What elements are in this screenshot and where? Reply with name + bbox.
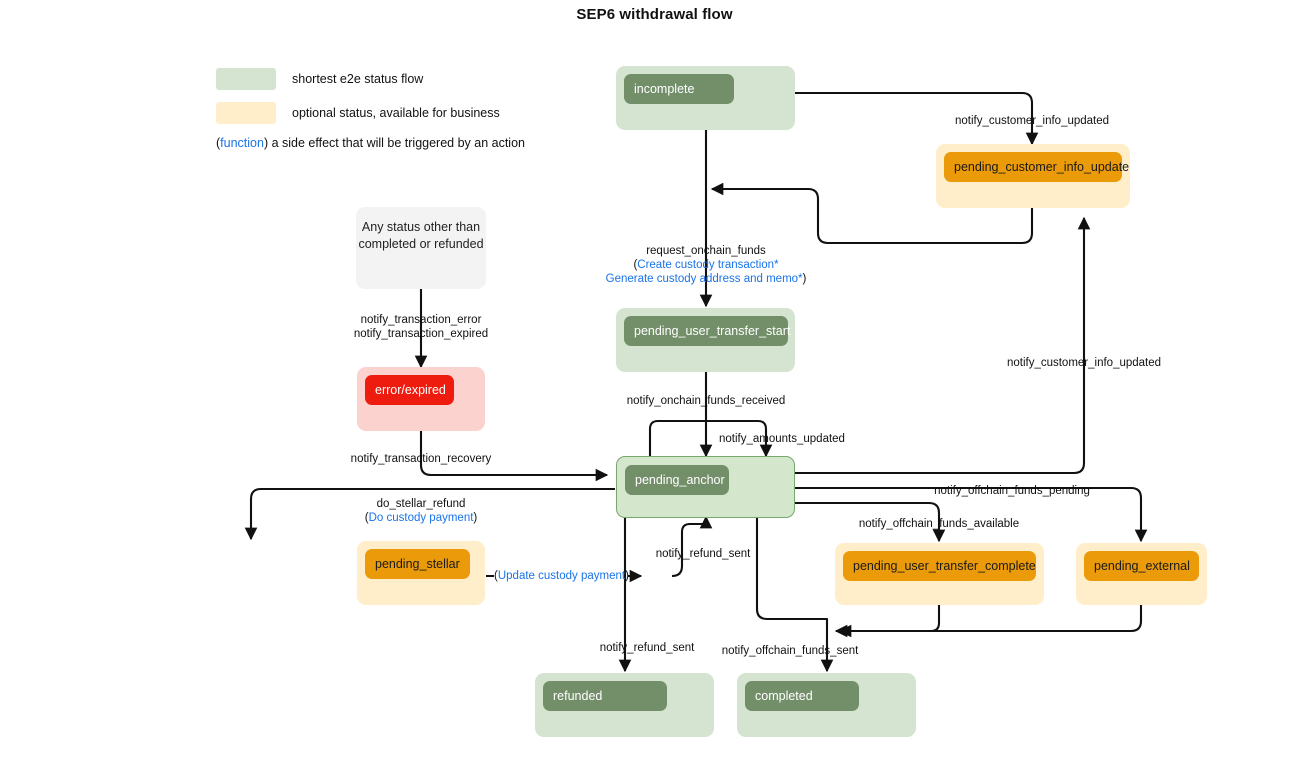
edge-label-request-onchain-funds: request_onchain_funds xyxy=(646,245,766,257)
node-incomplete-label: incomplete xyxy=(624,74,734,104)
edge-pending-anchor-self-loop xyxy=(648,419,773,458)
page-title: SEP6 withdrawal flow xyxy=(576,6,733,23)
node-error-expired-label: error/expired xyxy=(365,375,454,405)
node-pending-external-label: pending_external xyxy=(1084,551,1199,581)
edge-label-notify-offchain-funds-available: notify_offchain_funds_available xyxy=(858,518,1020,530)
edge-pending-customer-info-update-to-incomplete xyxy=(710,182,1034,245)
edge-label-do-custody-payment: (Do custody payment) xyxy=(365,511,478,525)
node-pending-external[interactable]: pending_external xyxy=(1076,543,1207,605)
node-pending-stellar[interactable]: pending_stellar xyxy=(357,541,485,605)
paren-open: ( xyxy=(633,259,638,271)
node-refunded[interactable]: refunded xyxy=(535,673,714,737)
node-completed[interactable]: completed xyxy=(737,673,916,737)
function-do-custody-payment: Do custody payment xyxy=(368,512,474,524)
node-pending-customer-info-update[interactable]: pending_customer_info_update xyxy=(936,144,1130,208)
edge-pending-anchor-to-completed xyxy=(755,517,834,673)
node-any-status[interactable]: Any status other than completed or refund… xyxy=(356,207,486,289)
legend-label-optional-status: optional status, available for business xyxy=(292,106,500,120)
edge-label-notify-customer-info-updated-top: notify_customer_info_updated xyxy=(954,115,1110,127)
edge-error-expired-to-pending-anchor xyxy=(419,431,609,482)
function-create-custody-transaction: Create custody transaction* xyxy=(637,259,779,271)
node-completed-label: completed xyxy=(745,681,859,711)
node-refunded-label: refunded xyxy=(543,681,667,711)
node-pending-user-transfer-complete[interactable]: pending_user_transfer_complete xyxy=(835,543,1044,605)
edge-label-do-stellar-refund: do_stellar_refund xyxy=(376,498,466,510)
legend-item-optional-status: optional status, available for business xyxy=(216,102,636,124)
node-pending-stellar-label: pending_stellar xyxy=(365,549,470,579)
paren-close: ) xyxy=(802,273,807,285)
node-any-status-line1: Any status other than xyxy=(361,220,481,234)
edge-label-notify-transaction-recovery: notify_transaction_recovery xyxy=(350,453,492,465)
node-pending-anchor[interactable]: pending_anchor xyxy=(616,456,795,518)
node-pending-customer-info-update-label: pending_customer_info_update xyxy=(944,152,1129,182)
edge-label-notify-offchain-funds-pending: notify_offchain_funds_pending xyxy=(934,485,1090,497)
node-error-expired[interactable]: error/expired xyxy=(357,367,485,431)
legend-note-text: a side effect that will be triggered by … xyxy=(268,136,525,150)
paren-close-3: ) xyxy=(625,570,629,582)
edge-refund-sent-to-pending-anchor xyxy=(671,515,713,578)
paren-open-3: ( xyxy=(494,570,498,582)
node-pending-user-transfer-complete-label: pending_user_transfer_complete xyxy=(843,551,1036,581)
node-pending-user-transfer-start[interactable]: pending_user_transfer_start xyxy=(616,308,795,372)
node-incomplete[interactable]: incomplete xyxy=(616,66,795,130)
edge-label-notify-amounts-updated: notify_amounts_updated xyxy=(719,433,845,445)
edge-label-notify-transaction-expired: notify_transaction_expired xyxy=(353,328,489,340)
node-pending-user-transfer-start-label: pending_user_transfer_start xyxy=(624,316,790,346)
legend-paren-close: ) xyxy=(263,136,269,150)
paren-open-2: ( xyxy=(364,512,369,524)
edge-label-generate-custody-address: Generate custody address and memo*) xyxy=(606,272,807,286)
node-any-status-line2: completed or refunded xyxy=(358,237,484,251)
node-pending-anchor-label: pending_anchor xyxy=(625,465,729,495)
edge-pending-user-transfer-complete-to-completed xyxy=(838,605,941,638)
paren-close-2: ) xyxy=(473,512,478,524)
function-update-custody-payment: Update custody payment xyxy=(497,570,626,582)
function-generate-custody-address: Generate custody address and memo* xyxy=(605,273,803,285)
edge-label-notify-onchain-funds-received: notify_onchain_funds_received xyxy=(626,395,786,407)
edge-incomplete-to-pending-customer-info-update xyxy=(795,91,1039,146)
legend-function-word: function xyxy=(220,136,264,150)
edge-label-notify-transaction-error: notify_transaction_error xyxy=(360,314,482,326)
legend-item-shortest-flow: shortest e2e status flow xyxy=(216,68,636,90)
legend: shortest e2e status flow optional status… xyxy=(216,68,636,150)
legend-item-function-note: (function) a side effect that will be tr… xyxy=(216,136,636,150)
edge-pending-anchor-to-pending-external xyxy=(795,486,1148,543)
edge-label-update-custody-payment: (Update custody payment) xyxy=(494,569,629,583)
edge-label-create-custody-transaction: (Create custody transaction* xyxy=(633,258,778,272)
edge-pending-anchor-to-pending-user-transfer-complete xyxy=(795,501,946,543)
legend-swatch-green xyxy=(216,68,276,90)
edge-pending-anchor-to-pending-stellar xyxy=(244,487,615,541)
edge-pending-external-to-completed xyxy=(834,605,1143,638)
node-any-status-label: Any status other than completed or refund… xyxy=(356,219,486,253)
edge-label-notify-refund-sent-down: notify_refund_sent xyxy=(599,642,695,654)
legend-label-shortest-flow: shortest e2e status flow xyxy=(292,72,424,86)
legend-swatch-orange xyxy=(216,102,276,124)
edge-pending-anchor-to-pending-customer-info-update xyxy=(795,216,1091,475)
edge-label-notify-customer-info-updated-right: notify_customer_info_updated xyxy=(1006,357,1162,369)
edge-label-notify-offchain-funds-sent: notify_offchain_funds_sent xyxy=(721,645,859,657)
legend-paren-open: ( xyxy=(216,136,221,150)
edge-label-notify-refund-sent-up: notify_refund_sent xyxy=(655,548,751,560)
